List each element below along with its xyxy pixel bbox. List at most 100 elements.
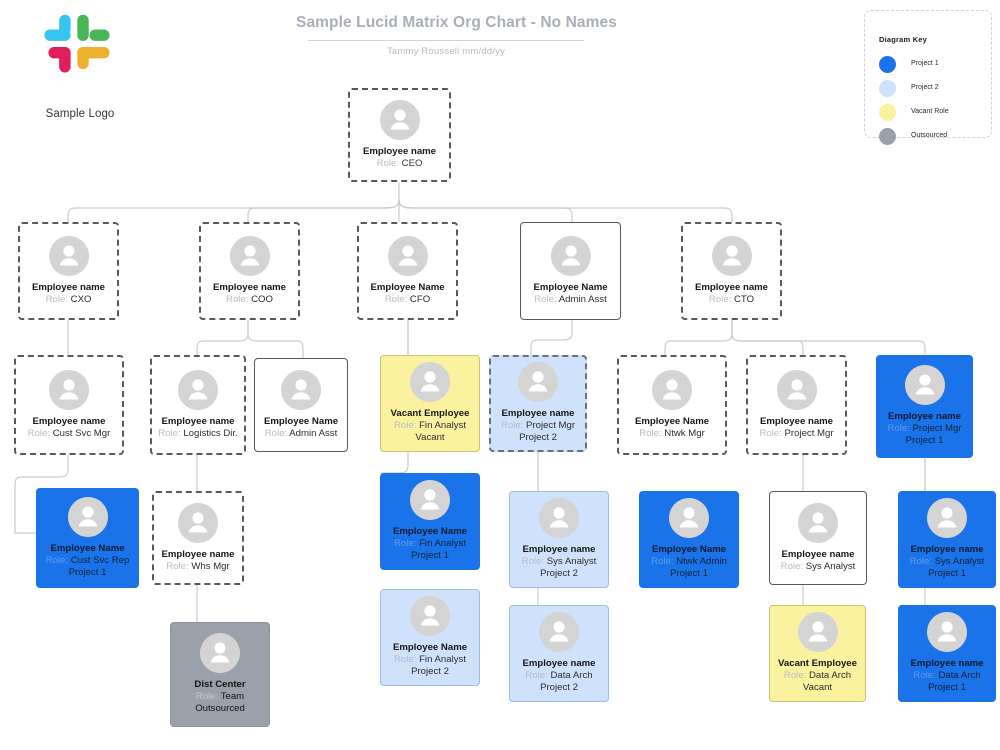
node-role: Role: Sys Analyst <box>522 556 597 568</box>
node-role: Role: Team <box>196 691 244 703</box>
node-employee-name: Employee name <box>32 415 106 427</box>
node-role-label: Role: <box>394 654 417 666</box>
node-role-label: Role: <box>887 423 910 435</box>
node-role: Role: Admin Asst <box>265 428 338 440</box>
connector-line <box>731 320 804 355</box>
connector-line <box>398 199 573 222</box>
node-role-value: Logistics Dir. <box>180 427 238 439</box>
node-role-value: Whs Mgr <box>188 560 230 572</box>
node-project: Project 1 <box>905 435 944 447</box>
node-role-label: Role: <box>384 293 408 305</box>
avatar-icon <box>927 498 967 539</box>
avatar-icon <box>379 99 420 140</box>
avatar-icon <box>904 365 945 406</box>
node-role-label: Role: <box>651 556 674 568</box>
node-project: Project 2 <box>519 432 557 444</box>
avatar-icon <box>49 369 89 410</box>
node-role: Role: Admin Asst <box>534 294 607 306</box>
node-role: Role: Data Arch <box>784 670 851 682</box>
node-role: Role: Whs Mgr <box>166 561 229 573</box>
node-role-label: Role: <box>521 556 545 568</box>
node-project: Project 2 <box>540 568 578 580</box>
node-project: Vacant <box>415 432 445 444</box>
avatar-icon <box>776 369 817 410</box>
node-role-label: Role: <box>376 157 399 169</box>
node-role-value: Data Arch <box>806 670 852 682</box>
node-role-label: Role: <box>783 670 807 682</box>
node-employee-name: Employee Name <box>634 415 710 427</box>
node-role-value: Project Mgr <box>781 427 834 439</box>
node-role-label: Role: <box>639 427 662 439</box>
node-employee-name: Employee name <box>694 281 769 293</box>
node-employee-name: Employee name <box>522 544 596 556</box>
node-role-label: Role: <box>166 560 189 572</box>
connector-line <box>398 199 733 222</box>
node-project: Vacant <box>802 682 833 694</box>
node-role: Role: Fin Analyst <box>394 538 466 550</box>
node-project: Project 1 <box>928 568 966 580</box>
node-role: Role: Fin Analyst <box>394 654 466 666</box>
node-employee-name: Employee name <box>212 281 287 293</box>
avatar-icon <box>798 502 838 543</box>
avatar-icon <box>48 235 89 276</box>
node-role: Role: Project Mgr <box>759 428 833 440</box>
node-role-label: Role: <box>500 420 524 432</box>
node-project: Project 1 <box>670 568 708 580</box>
node-employee-name: Employee Name <box>263 415 339 427</box>
node-employee-name: Employee name <box>161 548 235 560</box>
connector-line <box>530 320 573 355</box>
logo-caption: Sample Logo <box>45 108 115 120</box>
node-role-value: CEO <box>398 157 423 169</box>
avatar-icon <box>539 612 579 653</box>
node-employee-name: Vacant Employee <box>778 658 857 670</box>
node-role-label: Role: <box>264 427 288 439</box>
node-role-label: Role: <box>759 427 782 439</box>
node-role-value: CXO <box>67 293 92 305</box>
node-role-value: Cust Svc Mgr <box>50 427 111 439</box>
node-role-label: Role: <box>195 691 219 703</box>
node-project: Project 1 <box>411 550 449 562</box>
node-role: Role: CXO <box>46 294 92 306</box>
node-role-value: Ntwk Admin <box>673 556 727 568</box>
avatar-icon <box>200 633 240 674</box>
avatar-icon <box>387 235 428 276</box>
avatar-icon <box>539 498 579 539</box>
avatar-icon <box>178 369 218 410</box>
node-employee-name: Employee name <box>759 415 834 427</box>
node-role: Role: CFO <box>385 294 430 306</box>
avatar-icon <box>410 480 450 521</box>
node-employee-name: Vacant Employee <box>390 408 470 420</box>
node-role-value: Project Mgr <box>909 423 962 435</box>
node-role-value: CTO <box>731 293 755 305</box>
node-role-value: Fin Analyst <box>416 538 466 550</box>
node-project: Project 1 <box>68 566 107 578</box>
